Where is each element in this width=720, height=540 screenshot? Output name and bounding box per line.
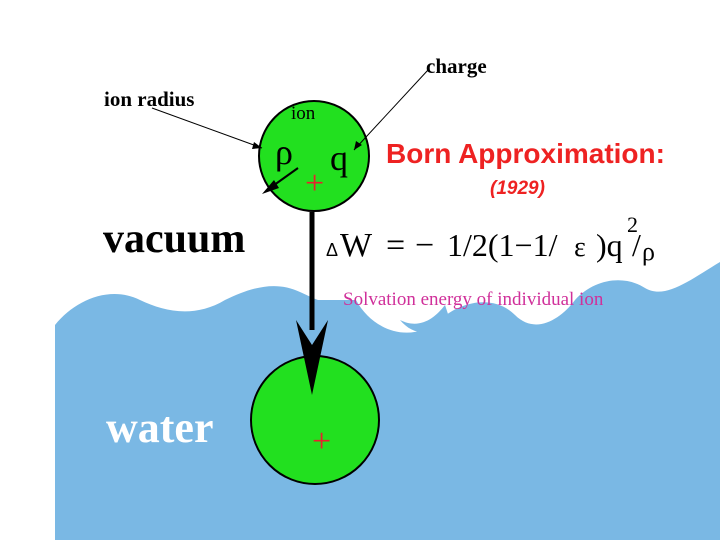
ion-radius-leader-head: [252, 142, 262, 149]
charge-leader-head: [354, 141, 362, 150]
equation-slash: /: [632, 227, 641, 263]
equation-delta: Δ: [326, 240, 338, 260]
equation-close: )q: [596, 227, 623, 263]
solvation-arrow-head: [296, 320, 328, 395]
water-region: [55, 262, 720, 540]
solvation-caption: Solvation energy of individual ion: [343, 289, 604, 310]
water-wave: [400, 305, 450, 333]
ion-radius-leader: [151, 107, 263, 149]
plus-vacuum: +: [305, 165, 324, 202]
equation-equals: =: [386, 227, 405, 264]
equation-minus: −: [415, 227, 434, 264]
ion-circle-vacuum: [258, 100, 370, 212]
equation-body: 1/2(1−1/: [447, 227, 558, 263]
plus-water: +: [312, 423, 331, 460]
charge-label: charge: [426, 54, 487, 78]
equation-rho: ρ: [642, 237, 655, 266]
charge-leader: [353, 69, 429, 151]
rho-symbol: ρ: [275, 132, 293, 172]
q-symbol: q: [330, 138, 348, 178]
equation-epsilon: ε: [574, 232, 586, 263]
ion-radius-label: ion radius: [104, 87, 194, 111]
equation-exponent: 2: [627, 212, 638, 237]
equation-w: W: [340, 227, 373, 264]
vacuum-label: vacuum: [103, 216, 245, 262]
radius-arrow-head: [262, 180, 279, 194]
born-title: Born Approximation:: [386, 138, 665, 169]
ion-label: ion: [291, 103, 316, 124]
born-year: (1929): [490, 178, 545, 199]
water-label: water: [106, 403, 214, 452]
